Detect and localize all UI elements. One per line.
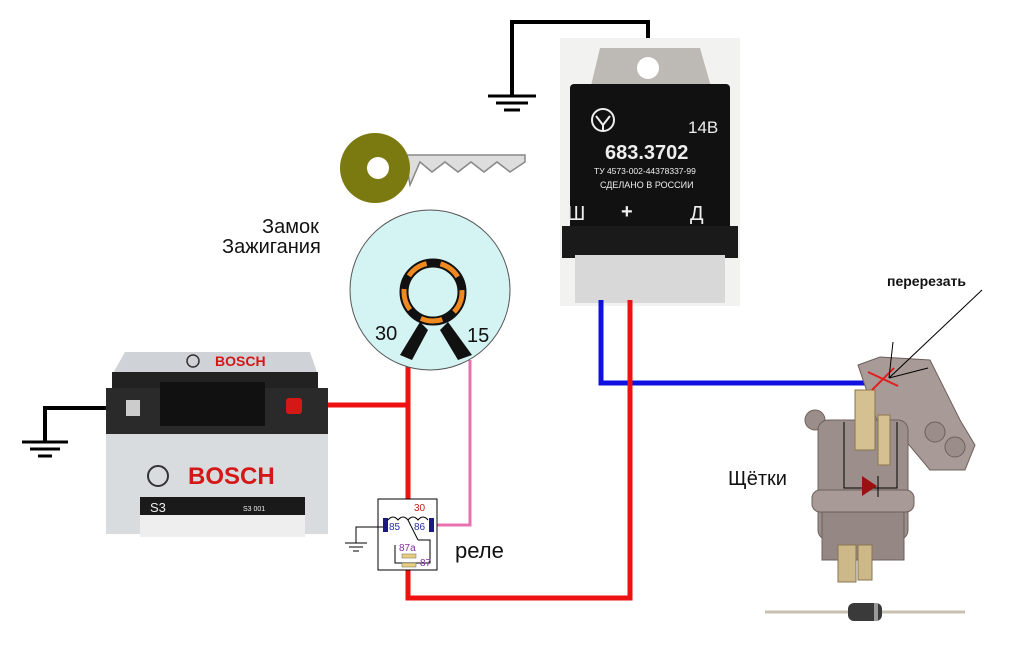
relay: 30 85 86 87a 87 реле [345, 498, 504, 571]
relay-pin-86: 86 [414, 522, 426, 533]
battery-brand: BOSCH [188, 463, 275, 490]
voltage-regulator: 14В 683.3702 ТУ 4573-002-44378337-99 СДЕ… [560, 38, 740, 306]
diode-symbol-icon [862, 476, 877, 496]
field-wire [598, 300, 866, 386]
positive-terminal [286, 398, 302, 414]
terminal-sh: Ш [567, 203, 585, 225]
brush-holder: перерезать Щётки [728, 273, 983, 583]
battery-code: S3 001 [243, 506, 265, 513]
contact-30-label: 30 [375, 323, 397, 345]
lock-label-line1: Замок [262, 216, 319, 238]
regulator-model: 683.3702 [605, 142, 688, 164]
manufacturer-logo-icon [591, 108, 615, 132]
contact-15-label: 15 [467, 325, 489, 347]
battery: BOSCH BOSCH S3 S3 001 [106, 352, 328, 537]
battery-brand-top: BOSCH [215, 353, 266, 369]
battery-series: S3 [150, 500, 166, 515]
terminal-plus: + [621, 201, 633, 223]
ignition-lock: Замок Зажигания 30 15 [222, 209, 511, 371]
regulator-made-in: СДЕЛАНО В РОССИИ [600, 180, 694, 190]
lock-label-line2: Зажигания [222, 236, 321, 258]
cut-label: перерезать [887, 273, 966, 289]
relay-label: реле [455, 538, 504, 563]
negative-terminal [126, 400, 140, 416]
relay-pin-87: 87 [420, 558, 432, 569]
ignition-15-wire [437, 360, 472, 527]
relay-pin-85: 85 [389, 522, 401, 533]
regulator-spec: ТУ 4573-002-44378337-99 [594, 166, 696, 176]
cut-mark-icon [867, 367, 899, 391]
relay-pin-87a: 87a [399, 543, 416, 554]
mounting-hole [637, 57, 659, 79]
brushes-label: Щётки [728, 468, 787, 490]
bosch-logo-icon [186, 354, 200, 368]
regulator-voltage: 14В [688, 118, 718, 137]
relay-pin-30: 30 [414, 503, 426, 514]
contact-30 [400, 322, 428, 360]
terminal-d: Д [690, 203, 704, 225]
battery-ground [22, 406, 135, 458]
bosch-logo-icon [147, 465, 169, 487]
diode-component [765, 603, 965, 621]
contact-15 [440, 322, 472, 360]
ignition-key-icon [340, 133, 526, 203]
regulator-positive-wire [405, 300, 633, 601]
